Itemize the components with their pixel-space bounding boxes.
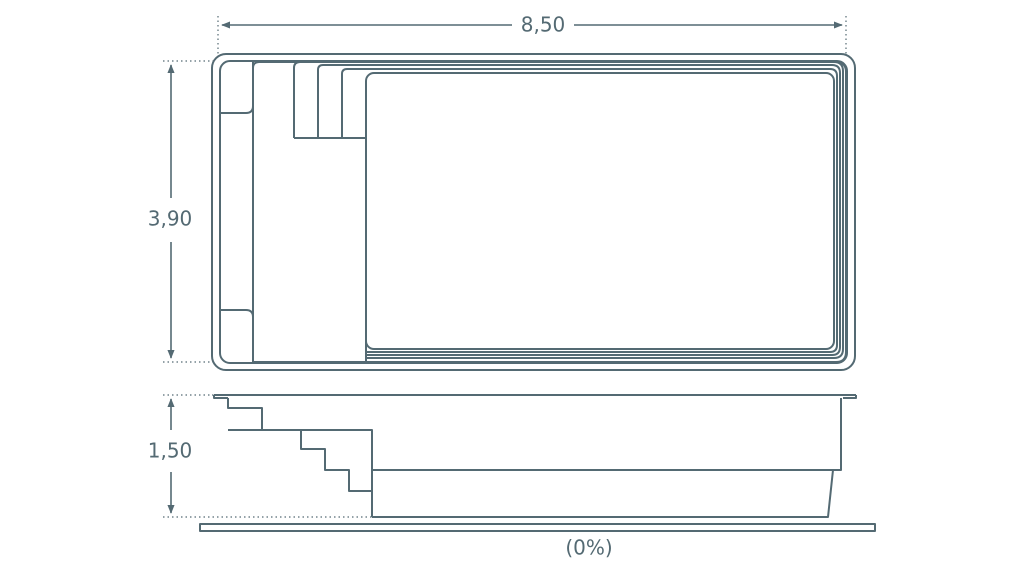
slope-label: (0%) — [565, 536, 612, 560]
ground-plate — [199, 523, 876, 532]
dimension-length: 8,50 — [217, 13, 847, 54]
ledge-3 — [317, 64, 841, 356]
depth-label: 1,50 — [148, 439, 193, 463]
dimension-depth: 1,50 — [148, 394, 372, 518]
dimension-width: 3,90 — [148, 60, 214, 363]
section-view — [199, 394, 876, 532]
pool-outer-edge — [211, 53, 856, 371]
width-label: 3,90 — [148, 207, 193, 231]
section-rim — [213, 394, 857, 399]
pool-inner-wall — [219, 60, 848, 364]
ledge-1 — [252, 61, 847, 363]
seat-top — [220, 62, 254, 114]
plan-view — [211, 53, 856, 371]
step-block — [294, 137, 367, 362]
ledge-2 — [293, 61, 844, 359]
section-steps — [227, 398, 373, 517]
section-basin — [372, 469, 834, 518]
ledge-4 — [341, 68, 838, 353]
section-shelf — [372, 398, 842, 471]
length-label: 8,50 — [521, 13, 566, 37]
seat-bottom — [220, 309, 254, 362]
main-basin — [365, 72, 835, 350]
